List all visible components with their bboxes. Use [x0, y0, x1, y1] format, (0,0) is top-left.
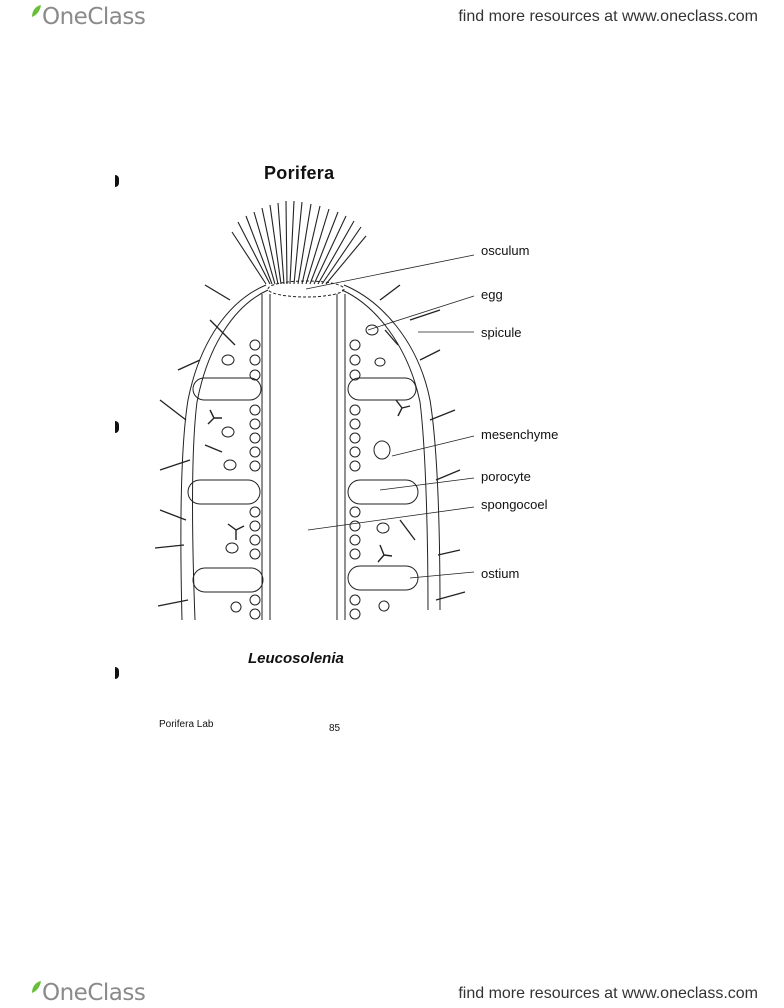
brand-name: OneClass: [42, 980, 145, 1006]
label-egg: egg: [481, 287, 503, 302]
choanocytes-right: [350, 340, 360, 619]
label-spicule: spicule: [481, 325, 521, 340]
leader-lines: [306, 255, 474, 578]
resources-link-footer[interactable]: find more resources at www.oneclass.com: [458, 985, 758, 1003]
label-mesenchyme: mesenchyme: [481, 427, 558, 442]
mesenchyme-cells: [222, 325, 390, 612]
page-number: 85: [329, 723, 340, 734]
oneclass-logo-footer[interactable]: OneClass: [30, 980, 145, 1006]
diagram-caption: Leucosolenia: [248, 650, 344, 667]
label-porocyte: porocyte: [481, 469, 531, 484]
label-ostium: ostium: [481, 566, 519, 581]
osculum-bristles: [232, 201, 366, 284]
label-spongocoel: spongocoel: [481, 497, 548, 512]
triradiate-spicules: [208, 400, 410, 562]
spicules: [155, 285, 465, 606]
label-osculum: osculum: [481, 243, 529, 258]
footer-lab-name: Porifera Lab: [159, 719, 213, 730]
leaf-icon: [30, 980, 42, 994]
porocytes: [188, 378, 418, 592]
